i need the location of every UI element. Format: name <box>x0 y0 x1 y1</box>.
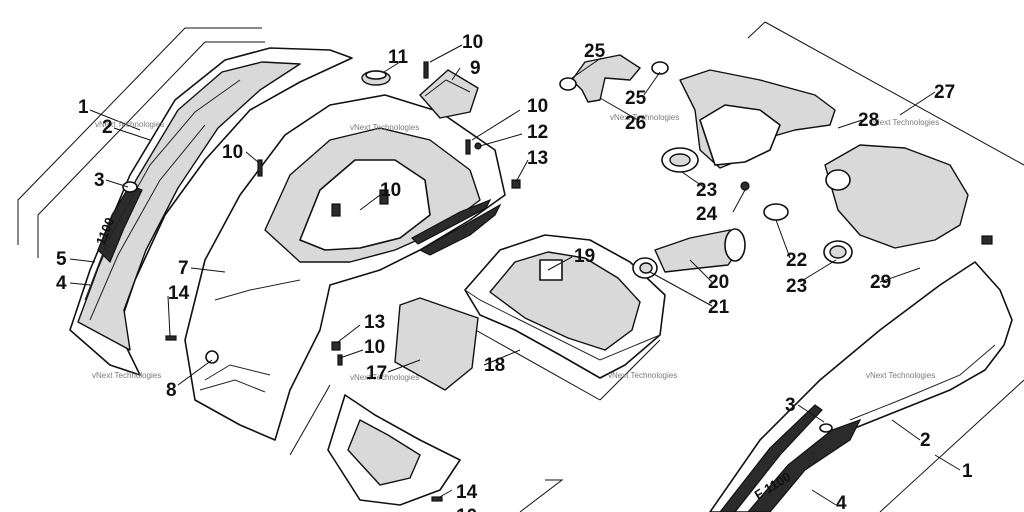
callout-19: 19 <box>574 246 595 267</box>
callout-1: 1 <box>78 97 89 118</box>
watermark: vNext Technologies <box>610 113 679 122</box>
watermark: vNext Technologies <box>870 118 939 127</box>
callout-29: 29 <box>870 272 891 293</box>
watermark: vNext Technologies <box>350 373 419 382</box>
callout-labels: 1 2 3 5 4 7 8 14 11 10 9 10 10 12 13 10 … <box>56 32 973 512</box>
callout-10: 10 <box>222 142 243 163</box>
callout-14: 14 <box>168 283 190 304</box>
callout-18: 18 <box>484 355 505 376</box>
callout-14: 14 <box>456 482 478 503</box>
callout-24: 24 <box>696 204 718 225</box>
watermark: vNext Technologies <box>608 371 677 380</box>
callout-2: 2 <box>920 430 931 451</box>
callout-4: 4 <box>56 273 67 294</box>
callout-10: 10 <box>364 337 385 358</box>
callout-22: 22 <box>786 250 807 271</box>
callout-12: 12 <box>527 122 548 143</box>
airbox-upper <box>661 69 836 191</box>
left-side-panel: 1100 <box>69 47 353 376</box>
callout-21: 21 <box>708 297 730 318</box>
callout-25: 25 <box>625 88 647 109</box>
callout-27: 27 <box>934 82 955 103</box>
callout-10: 10 <box>456 506 477 512</box>
callout-26: 26 <box>625 113 646 134</box>
callout-13: 13 <box>527 148 548 169</box>
bracket-9 <box>419 69 479 119</box>
watermark: vNext Technologies <box>92 371 161 380</box>
leader-lines <box>69 44 961 506</box>
callout-8: 8 <box>166 380 177 401</box>
tray-18 <box>464 234 666 379</box>
grommet-11 <box>361 70 391 86</box>
callout-1: 1 <box>962 461 973 482</box>
watermarks: vNext Technologies vNext Technologies vN… <box>92 113 939 382</box>
callout-28: 28 <box>858 110 879 131</box>
callout-3: 3 <box>94 170 105 191</box>
callout-9: 9 <box>470 58 481 79</box>
hood-assembly <box>184 94 506 441</box>
callout-23: 23 <box>786 276 807 297</box>
assembly-frames <box>17 21 1024 512</box>
callout-5: 5 <box>56 249 67 270</box>
callout-20: 20 <box>708 272 729 293</box>
callout-7: 7 <box>178 258 189 279</box>
callout-10: 10 <box>462 32 483 53</box>
callout-10: 10 <box>380 180 401 201</box>
callout-13: 13 <box>364 312 385 333</box>
watermark: vNext Technologies <box>350 123 419 132</box>
lower-nose-bracket <box>327 394 461 506</box>
watermark: vNext Technologies <box>95 120 164 129</box>
callout-17: 17 <box>366 363 387 384</box>
callout-23: 23 <box>696 180 717 201</box>
upper-hose <box>559 54 669 103</box>
watermark: vNext Technologies <box>866 371 935 380</box>
lower-panel-17 <box>394 297 479 391</box>
right-side-panel: F 1100 <box>709 261 1013 512</box>
callout-25: 25 <box>584 41 606 62</box>
callout-3: 3 <box>785 395 796 416</box>
callout-10: 10 <box>527 96 548 117</box>
airbox-right <box>823 144 993 264</box>
callout-11: 11 <box>388 47 409 68</box>
callout-2: 2 <box>102 117 113 138</box>
callout-4: 4 <box>836 493 847 512</box>
fasteners <box>165 61 521 502</box>
